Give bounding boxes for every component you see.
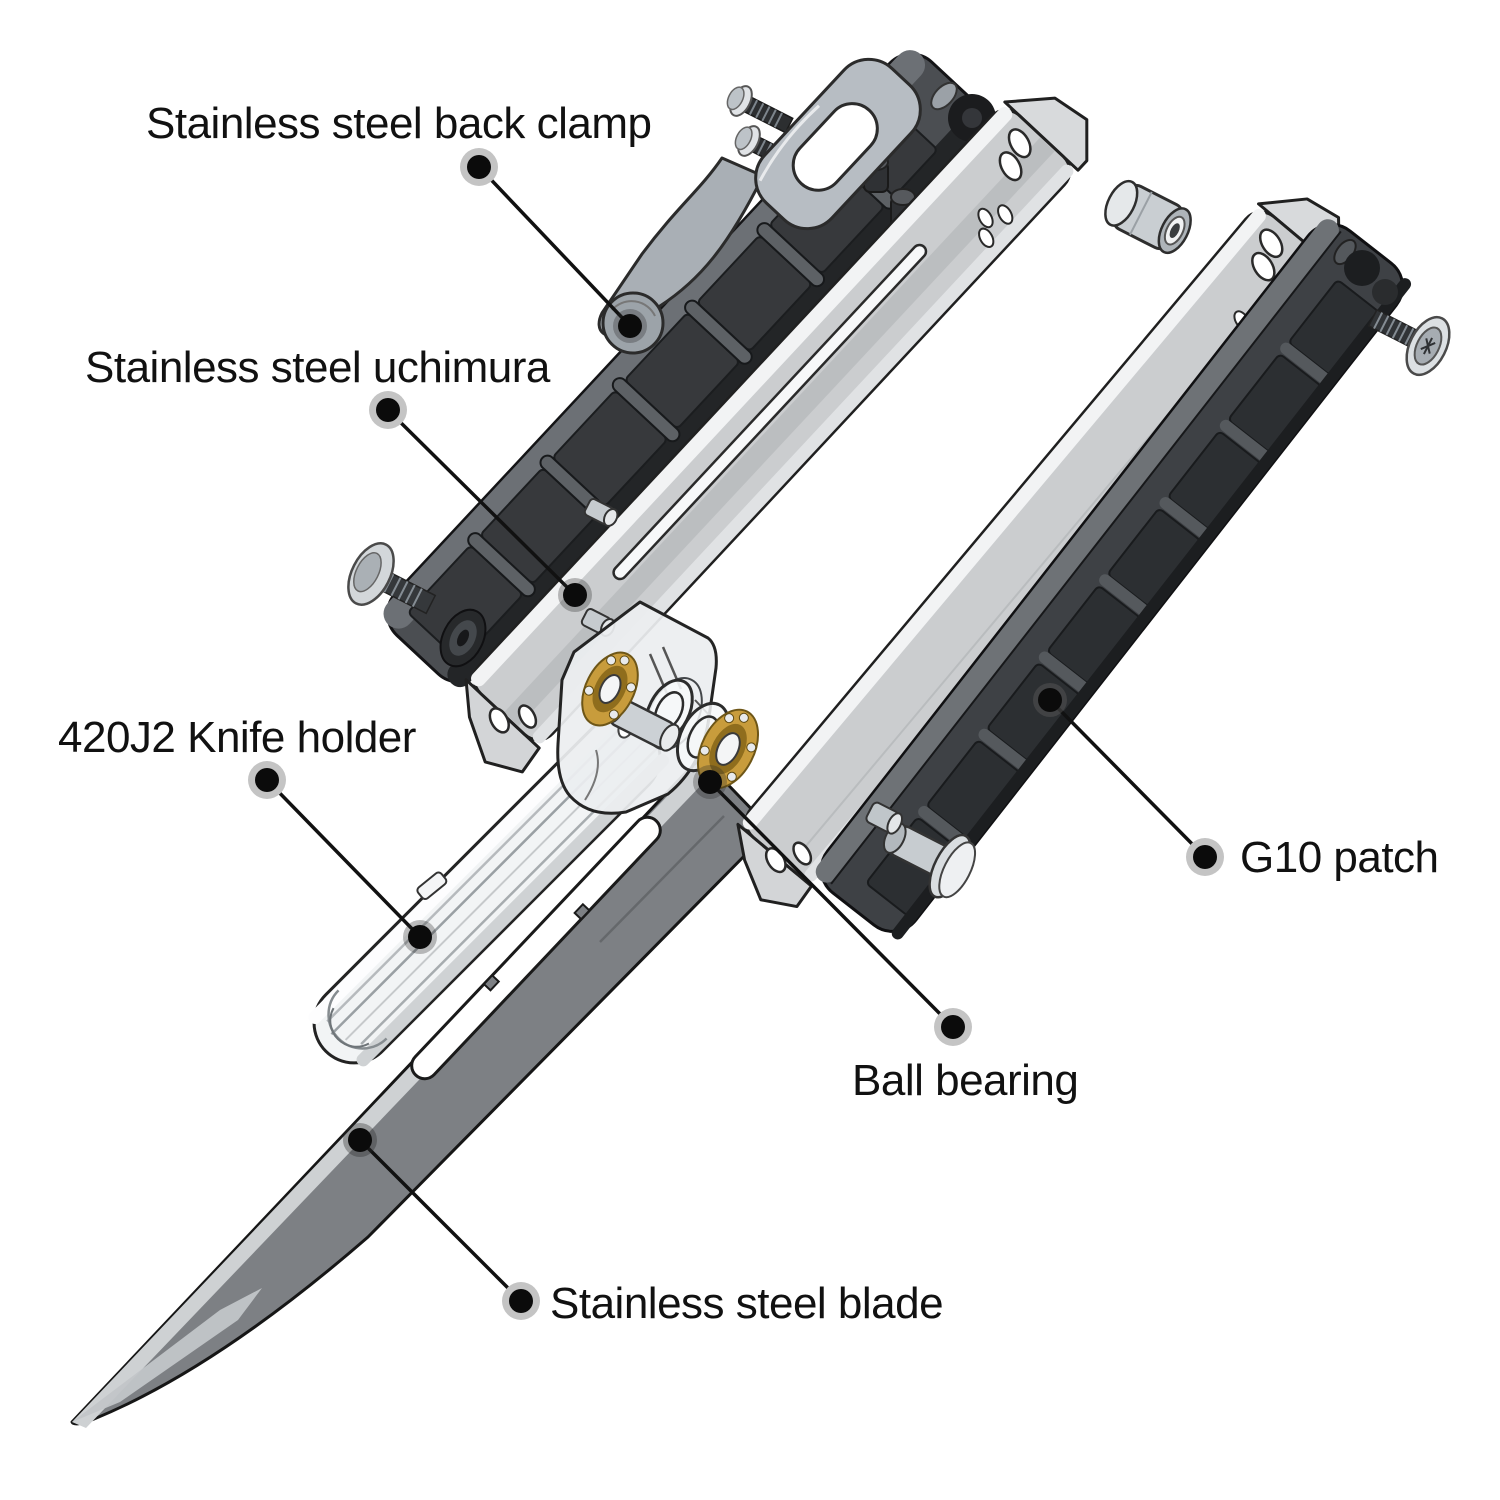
annotation-blade: Stainless steel blade bbox=[343, 1123, 944, 1328]
blade bbox=[70, 760, 767, 1428]
scale-screw-right bbox=[1367, 308, 1451, 377]
handle-liner-left bbox=[464, 96, 1089, 774]
marker-dot bbox=[509, 1289, 533, 1313]
back-clamp bbox=[597, 57, 922, 355]
label-back-clamp: Stainless steel back clamp bbox=[146, 99, 651, 148]
pivot-screw-left bbox=[347, 542, 437, 615]
blade-slot bbox=[410, 815, 662, 1081]
scale-head-hardware bbox=[1333, 238, 1398, 305]
marker-dot bbox=[467, 155, 491, 179]
marker-dot bbox=[1193, 845, 1217, 869]
flanged-pivot bbox=[882, 822, 977, 899]
label-ball-bearing: Ball bearing bbox=[852, 1056, 1078, 1105]
knife-holder bbox=[308, 600, 718, 1067]
marker-dot bbox=[255, 768, 279, 792]
handle-pin bbox=[865, 801, 904, 835]
label-knife-holder: 420J2 Knife holder bbox=[58, 713, 416, 762]
annotation-g10-patch: G10 patch bbox=[1033, 683, 1439, 882]
annotation-ball-bearing: Ball bearing bbox=[693, 765, 1079, 1105]
annotation-knife-holder: 420J2 Knife holder bbox=[58, 713, 437, 954]
ball-bearing-left bbox=[581, 651, 639, 727]
annotation-uchimura: Stainless steel uchimura bbox=[85, 343, 592, 612]
tang-pin bbox=[583, 498, 619, 527]
clip-screw bbox=[726, 85, 794, 134]
marker-dot bbox=[941, 1015, 965, 1039]
barrel-spacer bbox=[1104, 179, 1192, 255]
label-blade: Stainless steel blade bbox=[550, 1279, 943, 1328]
label-g10-patch: G10 patch bbox=[1240, 833, 1439, 882]
ball-bearing-right bbox=[696, 708, 760, 790]
pivot-boss bbox=[439, 608, 487, 668]
right-handle-scale bbox=[815, 219, 1412, 940]
label-uchimura: Stainless steel uchimura bbox=[85, 343, 551, 392]
marker-dot bbox=[376, 398, 400, 422]
annotation-back-clamp: Stainless steel back clamp bbox=[146, 99, 652, 343]
